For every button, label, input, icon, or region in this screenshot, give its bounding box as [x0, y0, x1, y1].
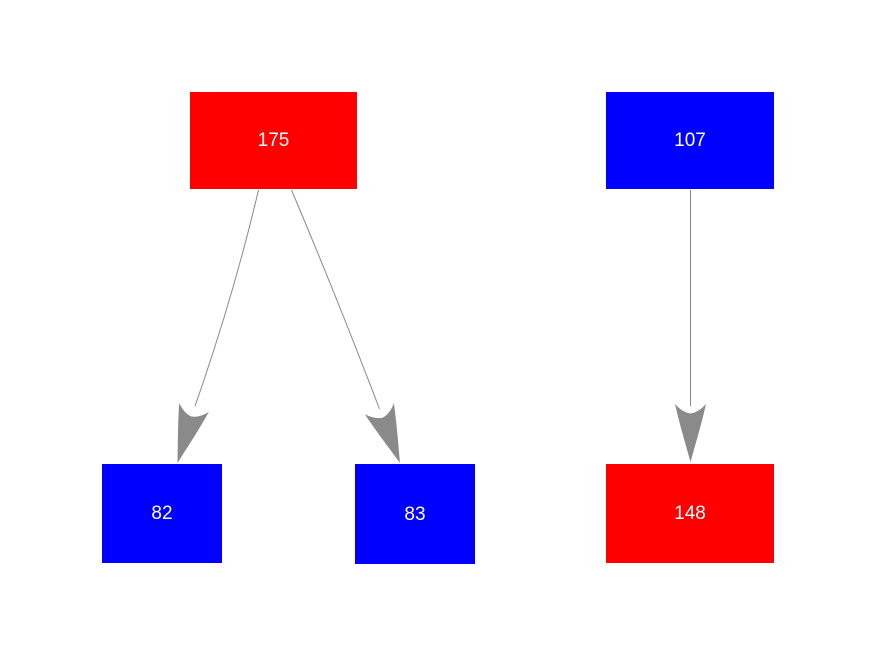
node-label-83: 83 — [404, 503, 426, 525]
edge-line-175-83 — [291, 189, 380, 410]
node-175: 175 — [190, 92, 357, 189]
arrowhead-175-82 — [177, 402, 209, 463]
arrowhead-175-83 — [364, 403, 400, 463]
node-label-175: 175 — [257, 130, 290, 151]
node-label-148: 148 — [674, 503, 706, 524]
node-83: 83 — [355, 464, 475, 564]
node-label-82: 82 — [151, 503, 173, 524]
arrowhead-107-148 — [675, 404, 706, 462]
edge-line-175-82 — [194, 189, 259, 407]
node-82: 82 — [102, 464, 222, 563]
node-label-107: 107 — [674, 130, 706, 151]
node-107: 107 — [606, 92, 774, 189]
node-148: 148 — [606, 464, 774, 563]
